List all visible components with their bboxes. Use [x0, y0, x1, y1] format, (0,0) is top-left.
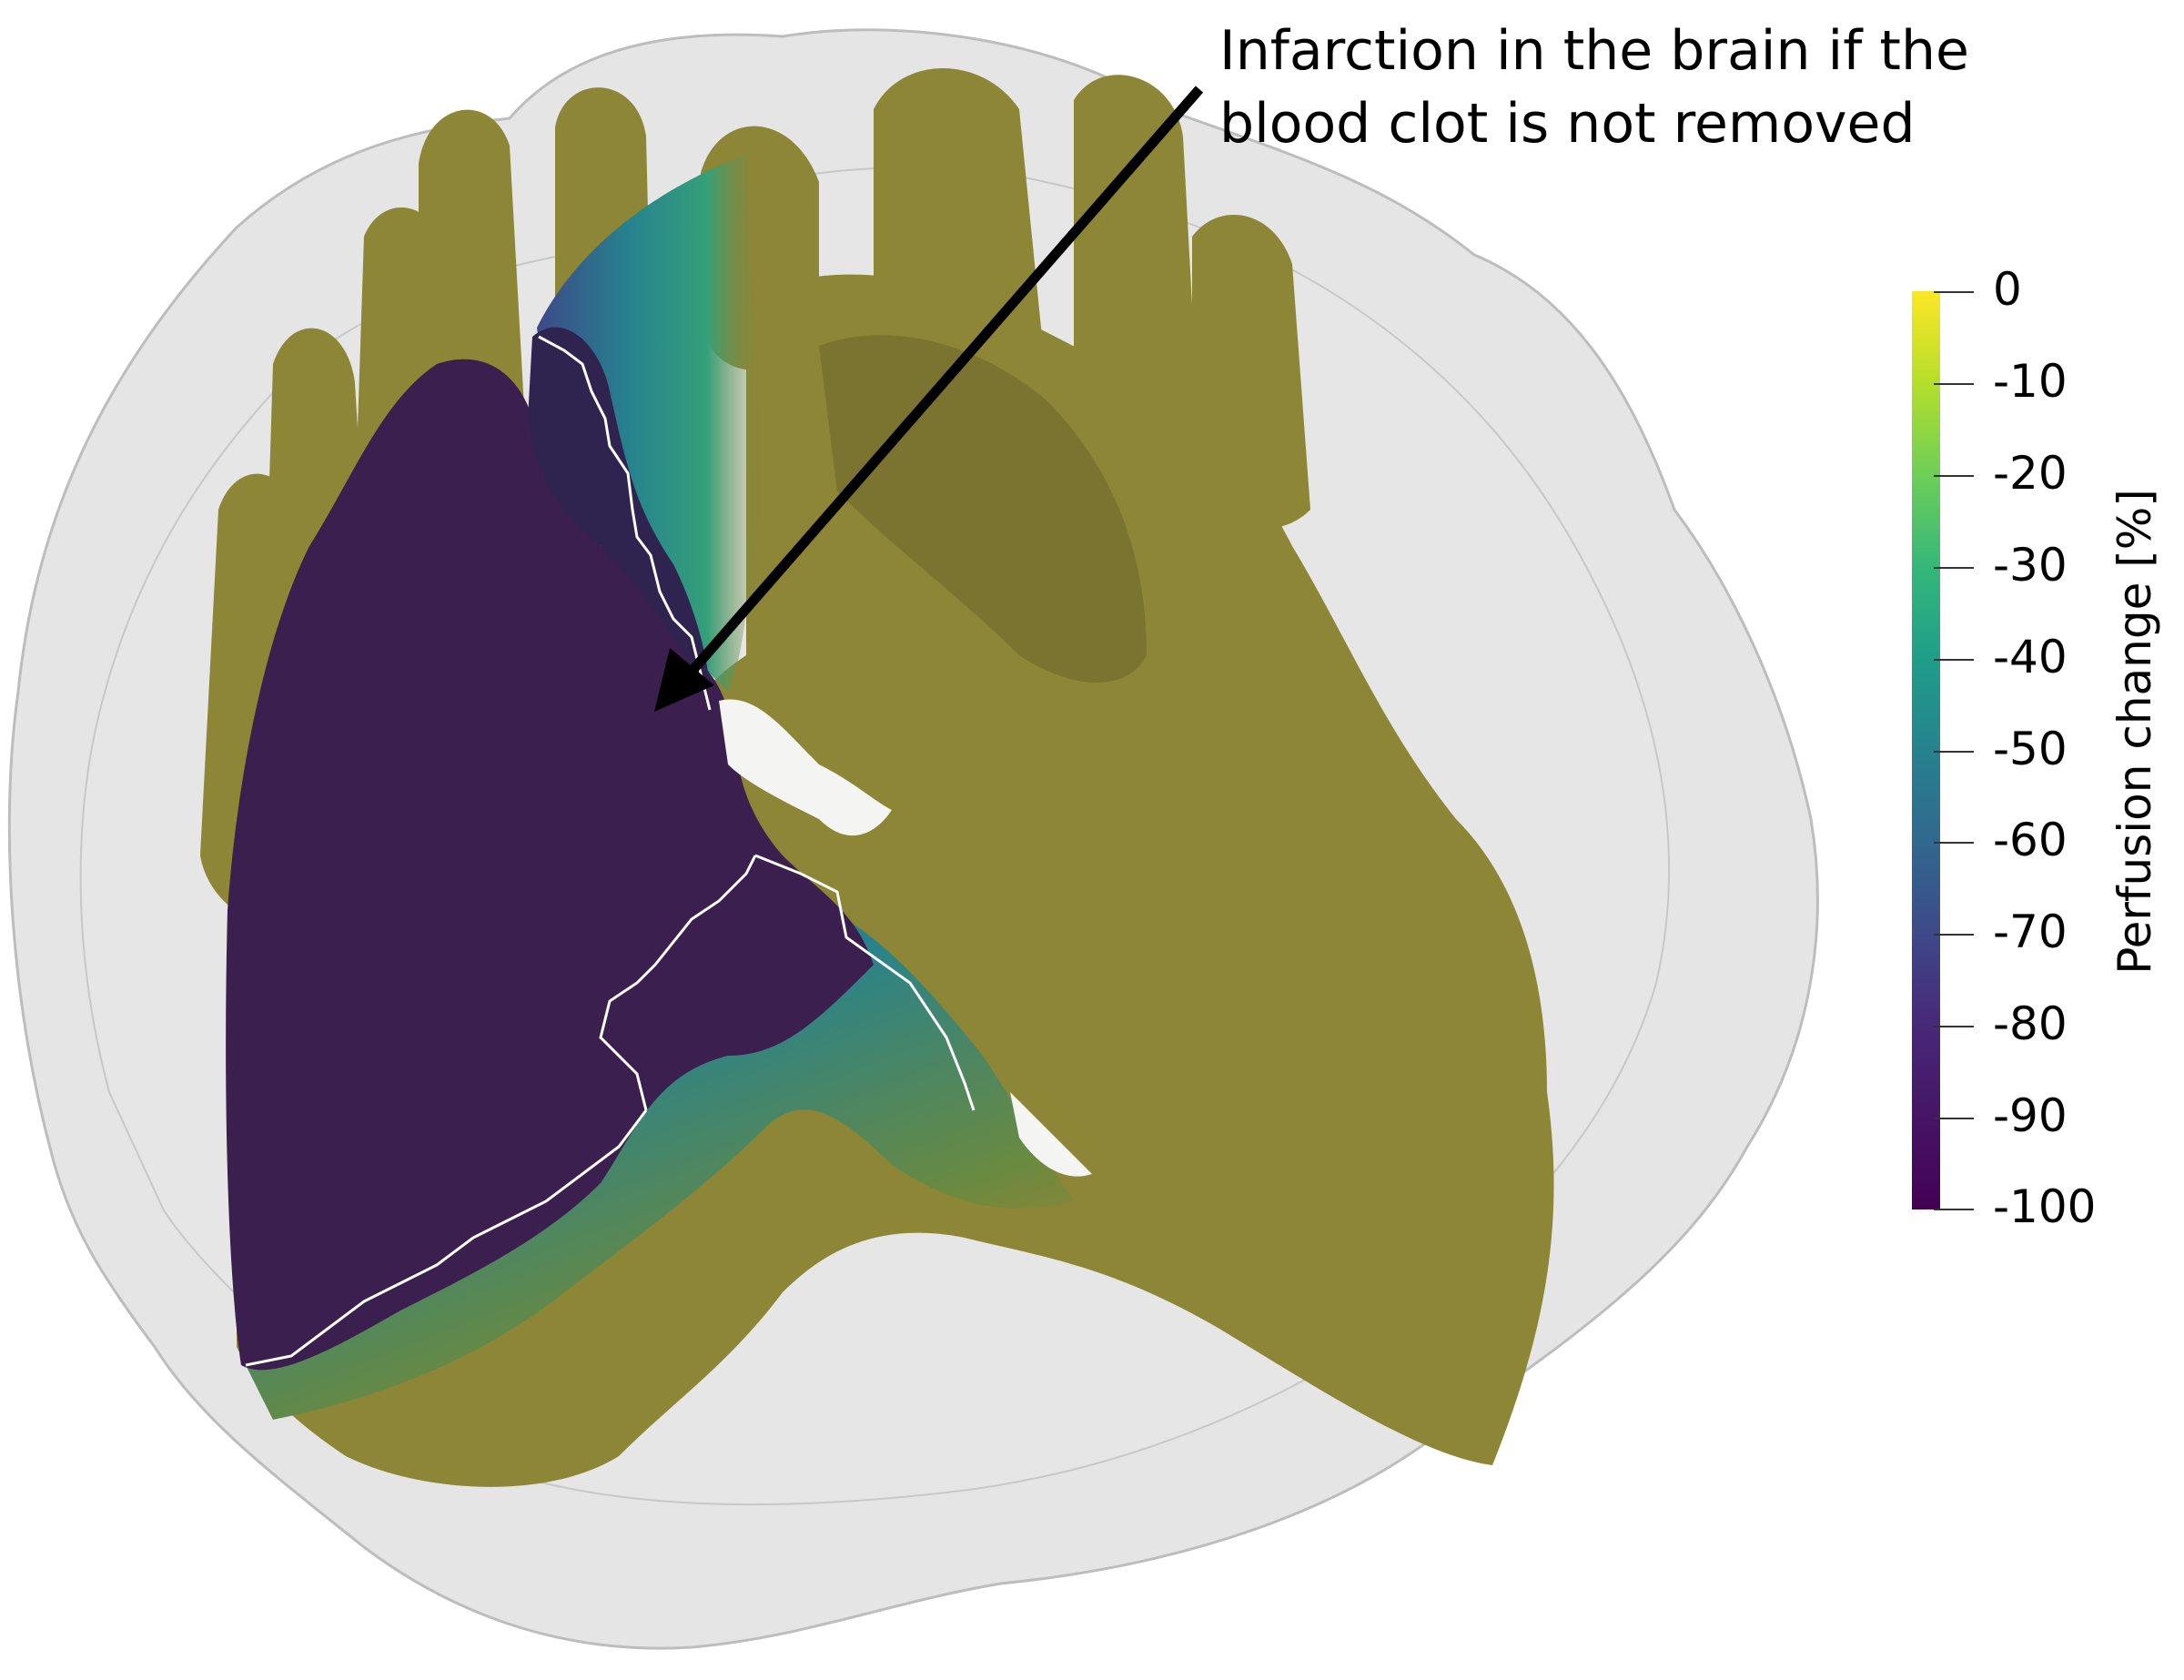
annotation-text: Infarction in the brain if the blood clo… [1219, 15, 1969, 160]
colorbar-title: Perfusion change [%] [2108, 489, 2161, 975]
penumbra-region [246, 155, 1074, 1420]
colorbar-tick [1934, 1026, 1974, 1027]
colorbar-tick-label: -50 [1993, 723, 2068, 775]
colorbar-tick [1934, 934, 1974, 936]
colorbar-tick-label: -100 [1993, 1180, 2097, 1233]
cutaway-gap [719, 699, 892, 836]
cutaway-gap-lower [1010, 1092, 1092, 1177]
colorbar-tick-label: -20 [1993, 447, 2068, 500]
colorbar-tick [1934, 1209, 1974, 1210]
colorbar-tick [1934, 383, 1974, 385]
colorbar-tick [1934, 567, 1974, 569]
colorbar-tick-label: -30 [1993, 539, 2068, 592]
colorbar-tick [1934, 1118, 1974, 1119]
colorbar-tick [1934, 291, 1974, 293]
colorbar-tick [1934, 659, 1974, 661]
colorbar-tick [1934, 751, 1974, 753]
colorbar-tick [1934, 842, 1974, 844]
colorbar-tick-label: 0 [1993, 263, 2022, 316]
annotation-arrow [654, 86, 1204, 712]
colorbar-tick-label: -70 [1993, 906, 2068, 958]
colorbar-tick-label: -40 [1993, 631, 2068, 683]
annotation-line-2: blood clot is not removed [1219, 92, 1916, 156]
colorbar-tick-label: -10 [1993, 355, 2068, 408]
colorbar-tick-label: -90 [1993, 1089, 2068, 1142]
colorbar-tick-label: -80 [1993, 997, 2068, 1050]
infarct-boundary-line [245, 335, 976, 1367]
colorbar-tick-label: -60 [1993, 814, 2068, 866]
colorbar-tick [1934, 475, 1974, 477]
annotation-line-1: Infarction in the brain if the [1219, 19, 1969, 83]
colorbar [1912, 291, 1940, 1209]
